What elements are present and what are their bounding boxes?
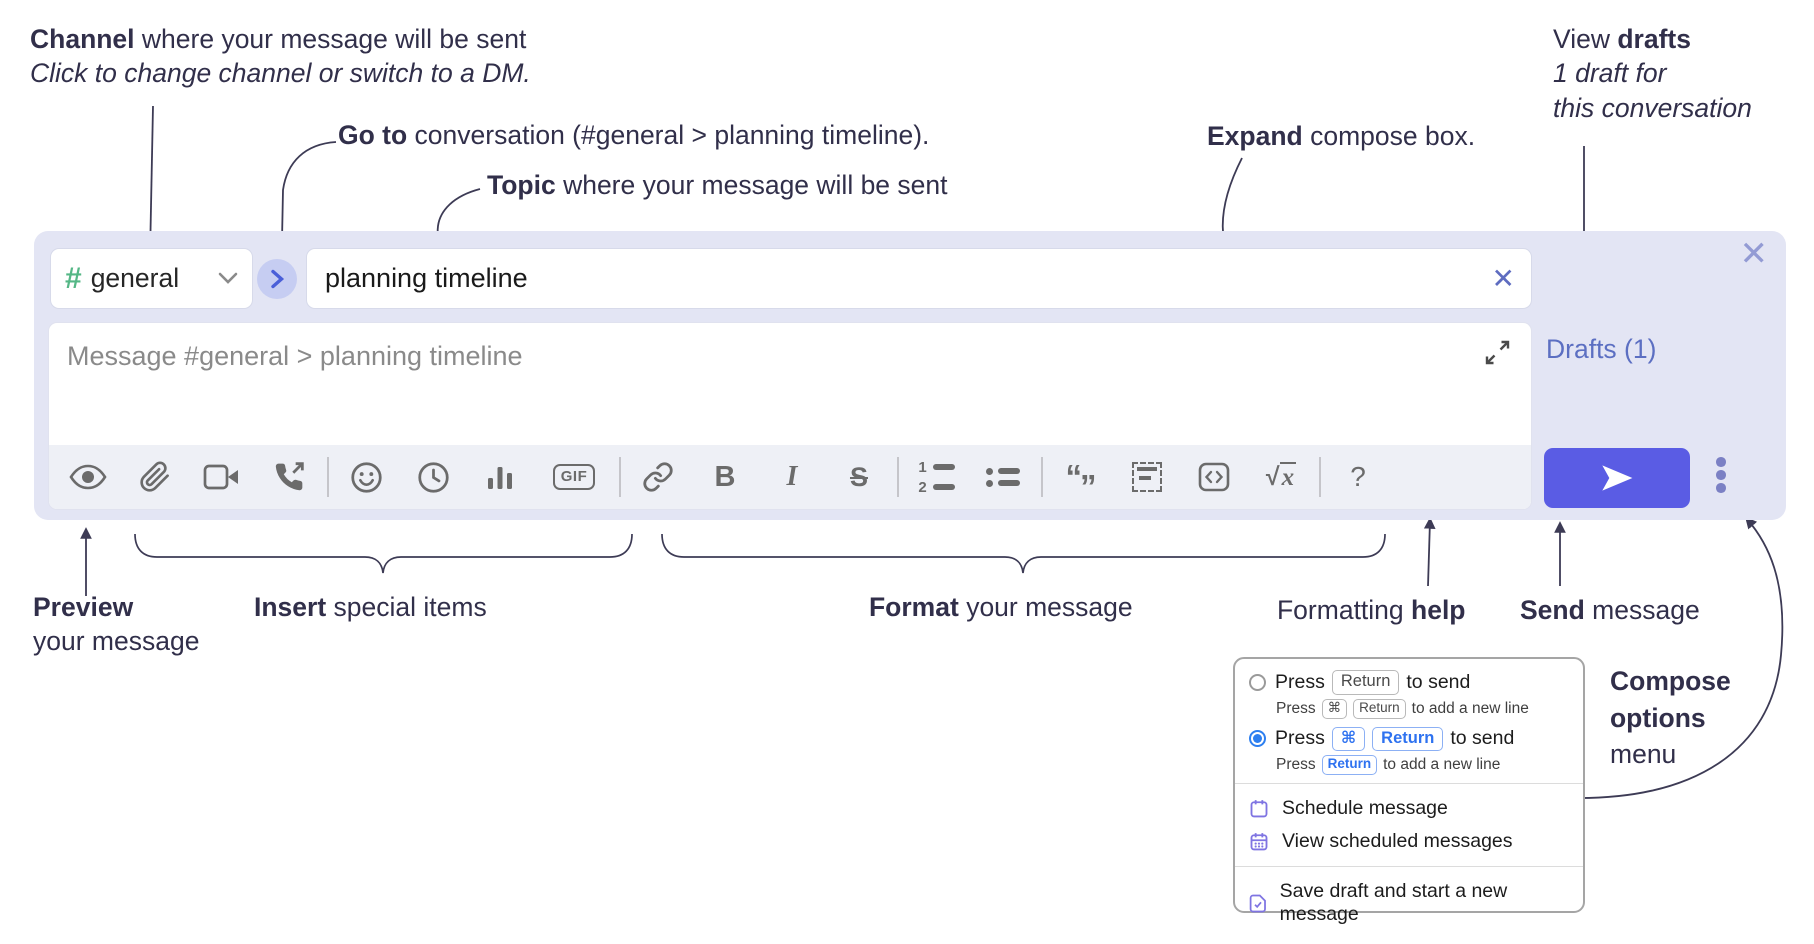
message-textarea[interactable]: Message #general > planning timeline <box>49 323 1531 445</box>
numbered-list-icon[interactable]: 1 2 <box>915 454 957 500</box>
toolbar-divider <box>897 457 899 497</box>
send-plane-icon <box>1602 465 1633 491</box>
annotation-insert: Insert special items <box>254 592 487 622</box>
clear-topic-icon[interactable]: ✕ <box>1491 262 1515 294</box>
popup-divider <box>1235 783 1583 784</box>
go-to-conversation-button[interactable] <box>257 259 297 299</box>
send-option-cmd-return[interactable]: Press ⌘ Return to send <box>1249 726 1569 752</box>
channel-hash-icon: # <box>65 261 82 295</box>
gif-icon[interactable]: GIF <box>546 454 602 500</box>
formatting-help-icon[interactable]: ? <box>1350 461 1366 492</box>
italic-icon[interactable]: I <box>786 461 798 492</box>
brace-format <box>661 533 1386 574</box>
chevron-down-icon <box>218 272 238 284</box>
send-option-return[interactable]: Press Return to send <box>1249 670 1569 695</box>
calendar-icon <box>1250 800 1268 818</box>
arrow-goto <box>276 141 337 243</box>
view-scheduled-messages-item[interactable]: View scheduled messages <box>1249 825 1569 858</box>
message-placeholder: Message #general > planning timeline <box>67 341 523 371</box>
annotation-compose-options: Compose options menu <box>1610 666 1731 770</box>
quote-icon[interactable]: “” <box>1065 458 1097 505</box>
channel-name: general <box>90 263 180 293</box>
popup-divider <box>1235 866 1583 867</box>
arrow-channel <box>144 105 157 245</box>
radio-selected[interactable] <box>1249 730 1266 748</box>
annotation-help: Formatting help <box>1277 595 1466 625</box>
emoji-icon[interactable] <box>345 454 387 500</box>
spoiler-icon[interactable] <box>1126 454 1168 500</box>
send-button[interactable] <box>1544 448 1690 508</box>
code-icon[interactable] <box>1193 454 1235 500</box>
annotation-topic: Topic where your message will be sent <box>487 170 948 200</box>
compose-toolbar: GIF B I S 1 2 <box>49 445 1531 509</box>
strikethrough-icon[interactable]: S <box>849 461 868 492</box>
topic-input[interactable]: planning timeline ✕ <box>306 248 1532 309</box>
preview-icon[interactable] <box>67 454 109 500</box>
toolbar-divider <box>619 457 621 497</box>
schedule-message-item[interactable]: Schedule message <box>1249 792 1569 825</box>
expand-compose-icon[interactable] <box>1484 339 1511 371</box>
toolbar-divider <box>1041 457 1043 497</box>
attach-file-icon[interactable] <box>134 454 176 500</box>
poll-icon[interactable] <box>479 454 521 500</box>
annotation-format: Format your message <box>869 592 1133 622</box>
arrow-help <box>1423 517 1436 587</box>
chevron-right-icon <box>270 269 284 289</box>
annotation-send: Send message <box>1520 595 1700 625</box>
send-option-return-subtext: Press ⌘ Return to add a new line <box>1276 698 1529 719</box>
math-icon[interactable]: √x <box>1265 461 1297 491</box>
compose-box: ✕ # general planning timeline ✕ Message … <box>34 231 1786 520</box>
link-icon[interactable] <box>637 454 679 500</box>
annotation-goto: Go to conversation (#general > planning … <box>338 120 930 150</box>
close-compose-icon[interactable]: ✕ <box>1739 235 1769 273</box>
toolbar-divider <box>1319 457 1321 497</box>
drafts-link[interactable]: Drafts (1) <box>1546 334 1657 364</box>
toolbar-divider <box>327 457 329 497</box>
channel-selector[interactable]: # general <box>50 248 253 309</box>
bulleted-list-icon[interactable] <box>982 454 1024 500</box>
annotation-preview: Preview your message <box>33 592 200 657</box>
radio-unselected[interactable] <box>1249 673 1266 691</box>
voice-call-icon[interactable] <box>268 454 310 500</box>
draft-save-icon <box>1249 894 1266 912</box>
annotation-view-drafts: View drafts 1 draft for this conversatio… <box>1553 24 1752 123</box>
video-call-icon[interactable] <box>201 454 243 500</box>
calendar-days-icon <box>1250 833 1268 851</box>
global-time-icon[interactable] <box>412 454 454 500</box>
send-option-cmd-return-subtext: Press Return to add a new line <box>1276 755 1501 775</box>
bold-icon[interactable]: B <box>714 460 736 493</box>
topic-value: planning timeline <box>325 263 528 293</box>
message-box: Message #general > planning timeline <box>48 322 1532 510</box>
compose-options-menu-icon[interactable] <box>1715 457 1727 493</box>
brace-insert <box>134 533 633 574</box>
compose-options-popup: Press Return to send Press ⌘ Return to a… <box>1233 657 1585 925</box>
annotation-channel: Channel where your message will be sent … <box>30 24 531 89</box>
annotation-expand: Expand compose box. <box>1207 121 1476 151</box>
save-draft-new-message-item[interactable]: Save draft and start a new message <box>1249 875 1569 931</box>
